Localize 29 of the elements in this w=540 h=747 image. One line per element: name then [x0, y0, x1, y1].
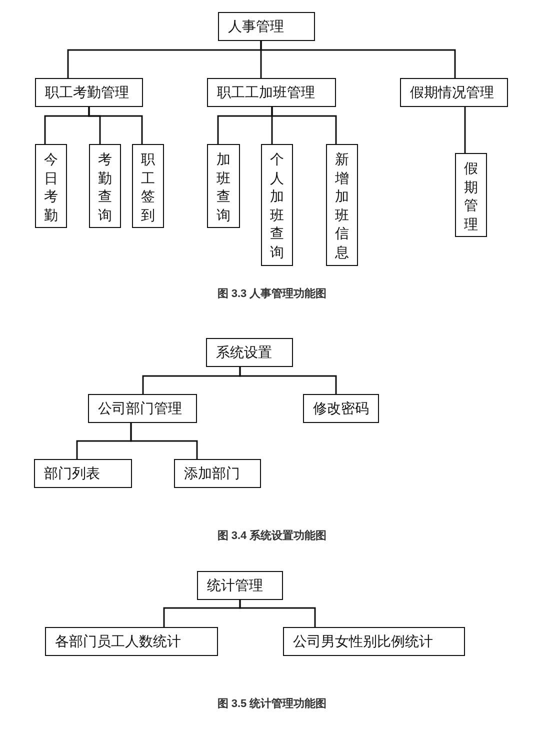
function-box: 今日考勤	[35, 144, 67, 228]
connector-line	[239, 367, 337, 394]
function-box: 加班查询	[207, 144, 240, 228]
connector-line	[88, 107, 143, 144]
figure-caption: 图 3.3 人事管理功能图	[217, 286, 327, 301]
function-box: 添加部门	[174, 459, 261, 488]
function-box: 职工工加班管理	[207, 78, 336, 107]
function-box: 新增加班信息	[326, 144, 358, 266]
function-box: 个人加班查询	[261, 144, 293, 266]
function-box: 考勤查询	[89, 144, 121, 228]
figure-caption: 图 3.4 系统设置功能图	[217, 528, 327, 543]
function-box: 统计管理	[197, 571, 283, 600]
connector-line	[130, 423, 198, 459]
connector-line	[260, 41, 456, 78]
function-box: 系统设置	[206, 338, 293, 367]
function-box: 各部门员工人数统计	[45, 627, 218, 656]
function-box: 公司部门管理	[88, 394, 197, 423]
function-box: 假期管理	[455, 153, 487, 237]
function-box: 职工签到	[132, 144, 164, 228]
function-box: 部门列表	[34, 459, 132, 488]
function-box: 修改密码	[303, 394, 379, 423]
function-box: 假期情况管理	[400, 78, 508, 107]
function-box: 人事管理	[218, 12, 315, 41]
function-box: 职工考勤管理	[35, 78, 143, 107]
connector-line	[464, 107, 466, 153]
figure-caption: 图 3.5 统计管理功能图	[217, 696, 327, 711]
connector-line	[239, 600, 316, 627]
connector-line	[271, 107, 337, 144]
function-box: 公司男女性别比例统计	[283, 627, 465, 656]
